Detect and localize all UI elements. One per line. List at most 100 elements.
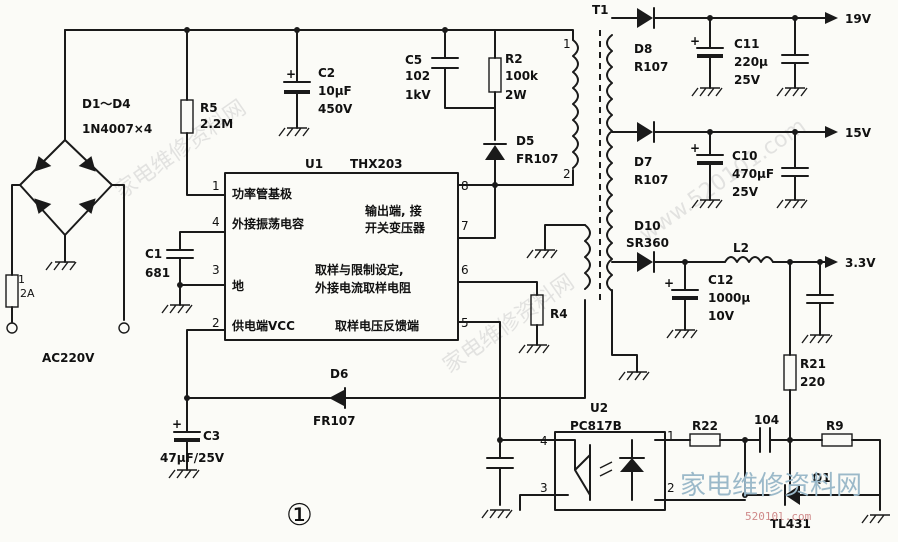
svg-text:+: + xyxy=(172,417,182,431)
ic-pin-desc: 输出端, 接 xyxy=(365,203,422,218)
capacitor-feedback xyxy=(486,457,514,469)
pin-number: 3 xyxy=(212,263,220,277)
capacitor-19v-filter xyxy=(781,54,809,64)
u2-ref: U2 xyxy=(590,401,608,415)
c2-ref: C2 xyxy=(318,66,335,80)
arrow-15v xyxy=(825,126,838,138)
diode-d6 xyxy=(329,390,344,406)
resistor-r5 xyxy=(180,99,194,134)
ic-pin-desc: 外接振荡电容 xyxy=(232,216,304,231)
svg-text:+: + xyxy=(286,67,296,81)
out-19v: 19V xyxy=(845,12,872,26)
t1-pin: 2 xyxy=(563,167,571,181)
d10-ref: D10 xyxy=(634,219,661,233)
capacitor-c3 xyxy=(174,438,200,442)
c5-ref: C5 xyxy=(405,53,422,67)
inductor-l2 xyxy=(724,256,774,263)
r4-ref: R4 xyxy=(550,307,568,321)
r22-ref: R22 xyxy=(692,419,718,433)
svg-text:+: + xyxy=(690,141,700,155)
c12-voltage: 10V xyxy=(708,309,735,323)
capacitor-33v-filter xyxy=(806,294,834,304)
r2-value: 100k xyxy=(505,69,539,83)
ic-part: THX203 xyxy=(350,157,403,171)
ground-symbol xyxy=(481,509,513,519)
ic-pin-desc: 地 xyxy=(232,278,244,293)
c11-ref: C11 xyxy=(734,37,760,51)
ic-pin-desc: 取样电压反馈端 xyxy=(335,318,419,333)
shunt-regulator-q1 xyxy=(785,485,800,505)
ic-pin-desc: 供电端VCC xyxy=(231,318,295,333)
fuse-text: 1 xyxy=(18,273,25,286)
c1-ref: C1 xyxy=(145,247,162,261)
r21-value: 220 xyxy=(800,375,825,389)
l2-ref: L2 xyxy=(733,241,749,255)
arrow-33v xyxy=(825,256,838,268)
pin-number: 8 xyxy=(461,179,469,193)
r5-value: 2.2M xyxy=(200,117,233,131)
u2-pin: 4 xyxy=(540,434,548,448)
out-15v: 15V xyxy=(845,126,872,140)
pin-number: 6 xyxy=(461,263,469,277)
c3-value: 47μF/25V xyxy=(160,451,225,465)
ic-ref: U1 xyxy=(305,157,323,171)
bridge-part: 1N4007×4 xyxy=(82,122,152,136)
d6-ref: D6 xyxy=(330,367,348,381)
capacitor-c10 xyxy=(697,161,723,165)
brand-watermark: 家电维修资料网 xyxy=(680,471,862,501)
fuse xyxy=(5,274,19,308)
d7-ref: D7 xyxy=(634,155,652,169)
resistor-r2 xyxy=(488,57,502,93)
d5-ref: D5 xyxy=(516,134,534,148)
transformer-t1 xyxy=(526,30,613,300)
diode-d5 xyxy=(485,145,505,160)
ic-u1 xyxy=(224,172,459,341)
ac-input-label: AC220V xyxy=(42,351,95,365)
c10-voltage: 25V xyxy=(732,185,759,199)
svg-text:+: + xyxy=(690,34,700,48)
c10-value: 470μF xyxy=(732,167,774,181)
c2-voltage: 450V xyxy=(318,102,353,116)
q1-ref: Q1 xyxy=(812,471,831,485)
c12-value: 1000μ xyxy=(708,291,750,305)
capacitor-c2 xyxy=(284,90,310,94)
u2-pin: 3 xyxy=(540,481,548,495)
bridge-ref: D1～D4 xyxy=(82,97,131,111)
c11-value: 220μ xyxy=(734,55,768,69)
resistor-r22 xyxy=(689,433,721,447)
pin-number: 1 xyxy=(212,179,220,193)
ground-symbol xyxy=(278,127,310,137)
r2-ref: R2 xyxy=(505,52,523,66)
d5-part: FR107 xyxy=(516,152,559,166)
ac-terminal xyxy=(6,322,18,334)
capacitor-c5 xyxy=(431,57,459,69)
c11-voltage: 25V xyxy=(734,73,761,87)
c5-value: 102 xyxy=(405,69,430,83)
d8-part: R107 xyxy=(634,60,668,74)
pin-number: 7 xyxy=(461,219,469,233)
t1-pin: 1 xyxy=(563,37,571,51)
q1-part: TL431 xyxy=(770,517,811,531)
ground-symbol xyxy=(518,344,550,354)
diode-d7 xyxy=(637,122,653,142)
c1-value: 681 xyxy=(145,266,170,280)
u2-pin: 2 xyxy=(667,481,675,495)
pin-number: 4 xyxy=(212,215,220,229)
figure-number: ① xyxy=(286,498,313,533)
d8-ref: D8 xyxy=(634,42,652,56)
resistor-r21 xyxy=(783,354,797,391)
capacitor-c11 xyxy=(697,54,723,58)
fuse-value: 2A xyxy=(20,287,35,300)
ground-symbol xyxy=(161,304,193,314)
svg-text:+: + xyxy=(664,276,674,290)
ic-pin-desc: 功率管基极 xyxy=(232,186,293,201)
c12-ref: C12 xyxy=(708,273,734,287)
capacitor-104 xyxy=(759,427,771,453)
r2-power: 2W xyxy=(505,88,527,102)
out-33v: 3.3V xyxy=(845,256,876,270)
brand-url: 52010l.com xyxy=(745,510,812,523)
r9-ref: R9 xyxy=(826,419,844,433)
t1-ref: T1 xyxy=(592,3,609,17)
